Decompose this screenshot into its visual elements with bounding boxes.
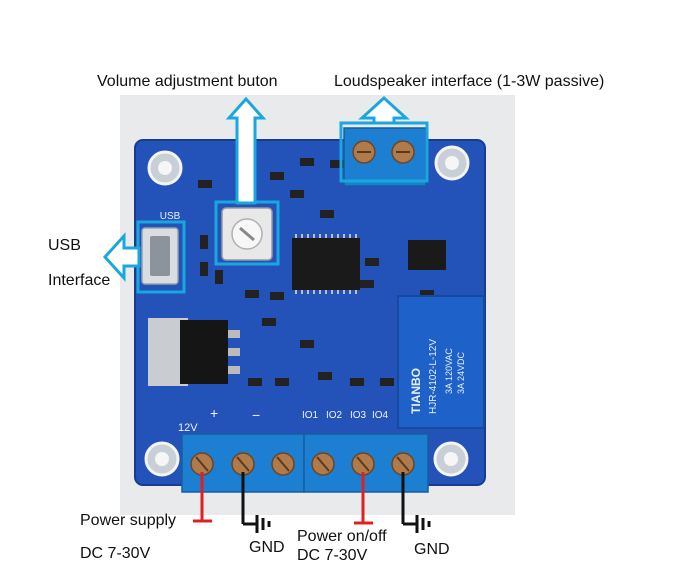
speaker-arrow — [358, 95, 410, 125]
silk-12v: 12V — [178, 422, 198, 434]
potentiometer — [221, 207, 273, 261]
relay-brand: TIANBO — [409, 368, 423, 414]
amplifier-ic — [292, 234, 360, 294]
power-onoff-marker — [354, 472, 373, 525]
io-terminal-block — [303, 433, 429, 493]
silk-io1: IO1 — [302, 410, 319, 421]
pcb-board: TIANBO HJR-4102-L-12V 3A 120VAC 3A 24VDC… — [134, 127, 486, 493]
gnd-right-marker — [401, 472, 431, 533]
usb-port: USB — [141, 211, 181, 285]
gnd-left-label: GND — [249, 539, 285, 556]
usb-label-line1: USB — [48, 237, 81, 254]
volume-label: Volume adjustment buton — [97, 73, 278, 90]
smd-components — [198, 158, 434, 386]
silk-minus: − — [252, 407, 260, 423]
power-supply-marker — [193, 472, 212, 523]
usb-label-line2: Interface — [48, 272, 111, 289]
relay-spec-ac: 3A 120VAC — [444, 348, 454, 394]
silkscreen-labels: 12V + − IO1 IO2 IO3 IO4 — [178, 405, 389, 434]
power-onoff-range-label: DC 7-30V — [297, 547, 368, 564]
gnd-left-marker — [241, 472, 271, 533]
silk-plus: + — [210, 405, 218, 421]
relay-spec-dc: 3A 24VDC — [456, 351, 466, 394]
gnd-right-label: GND — [414, 541, 450, 558]
silk-io3: IO3 — [350, 410, 367, 421]
volume-arrow — [225, 96, 267, 205]
power-supply-label: Power supply — [80, 512, 177, 529]
silk-io4: IO4 — [372, 410, 389, 421]
usb-arrow — [102, 232, 141, 282]
soic-chip — [408, 240, 446, 270]
power-supply-range-label: DC 7-30V — [80, 545, 151, 562]
silk-usb: USB — [160, 211, 181, 222]
speaker-terminal — [343, 127, 427, 187]
voltage-regulator — [148, 318, 240, 386]
silk-io2: IO2 — [326, 410, 343, 421]
relay: TIANBO HJR-4102-L-12V 3A 120VAC 3A 24VDC — [397, 295, 485, 429]
power-onoff-label: Power on/off — [297, 528, 387, 545]
speaker-label: Loudspeaker interface (1-3W passive) — [334, 73, 605, 90]
relay-model: HJR-4102-L-12V — [428, 339, 439, 414]
